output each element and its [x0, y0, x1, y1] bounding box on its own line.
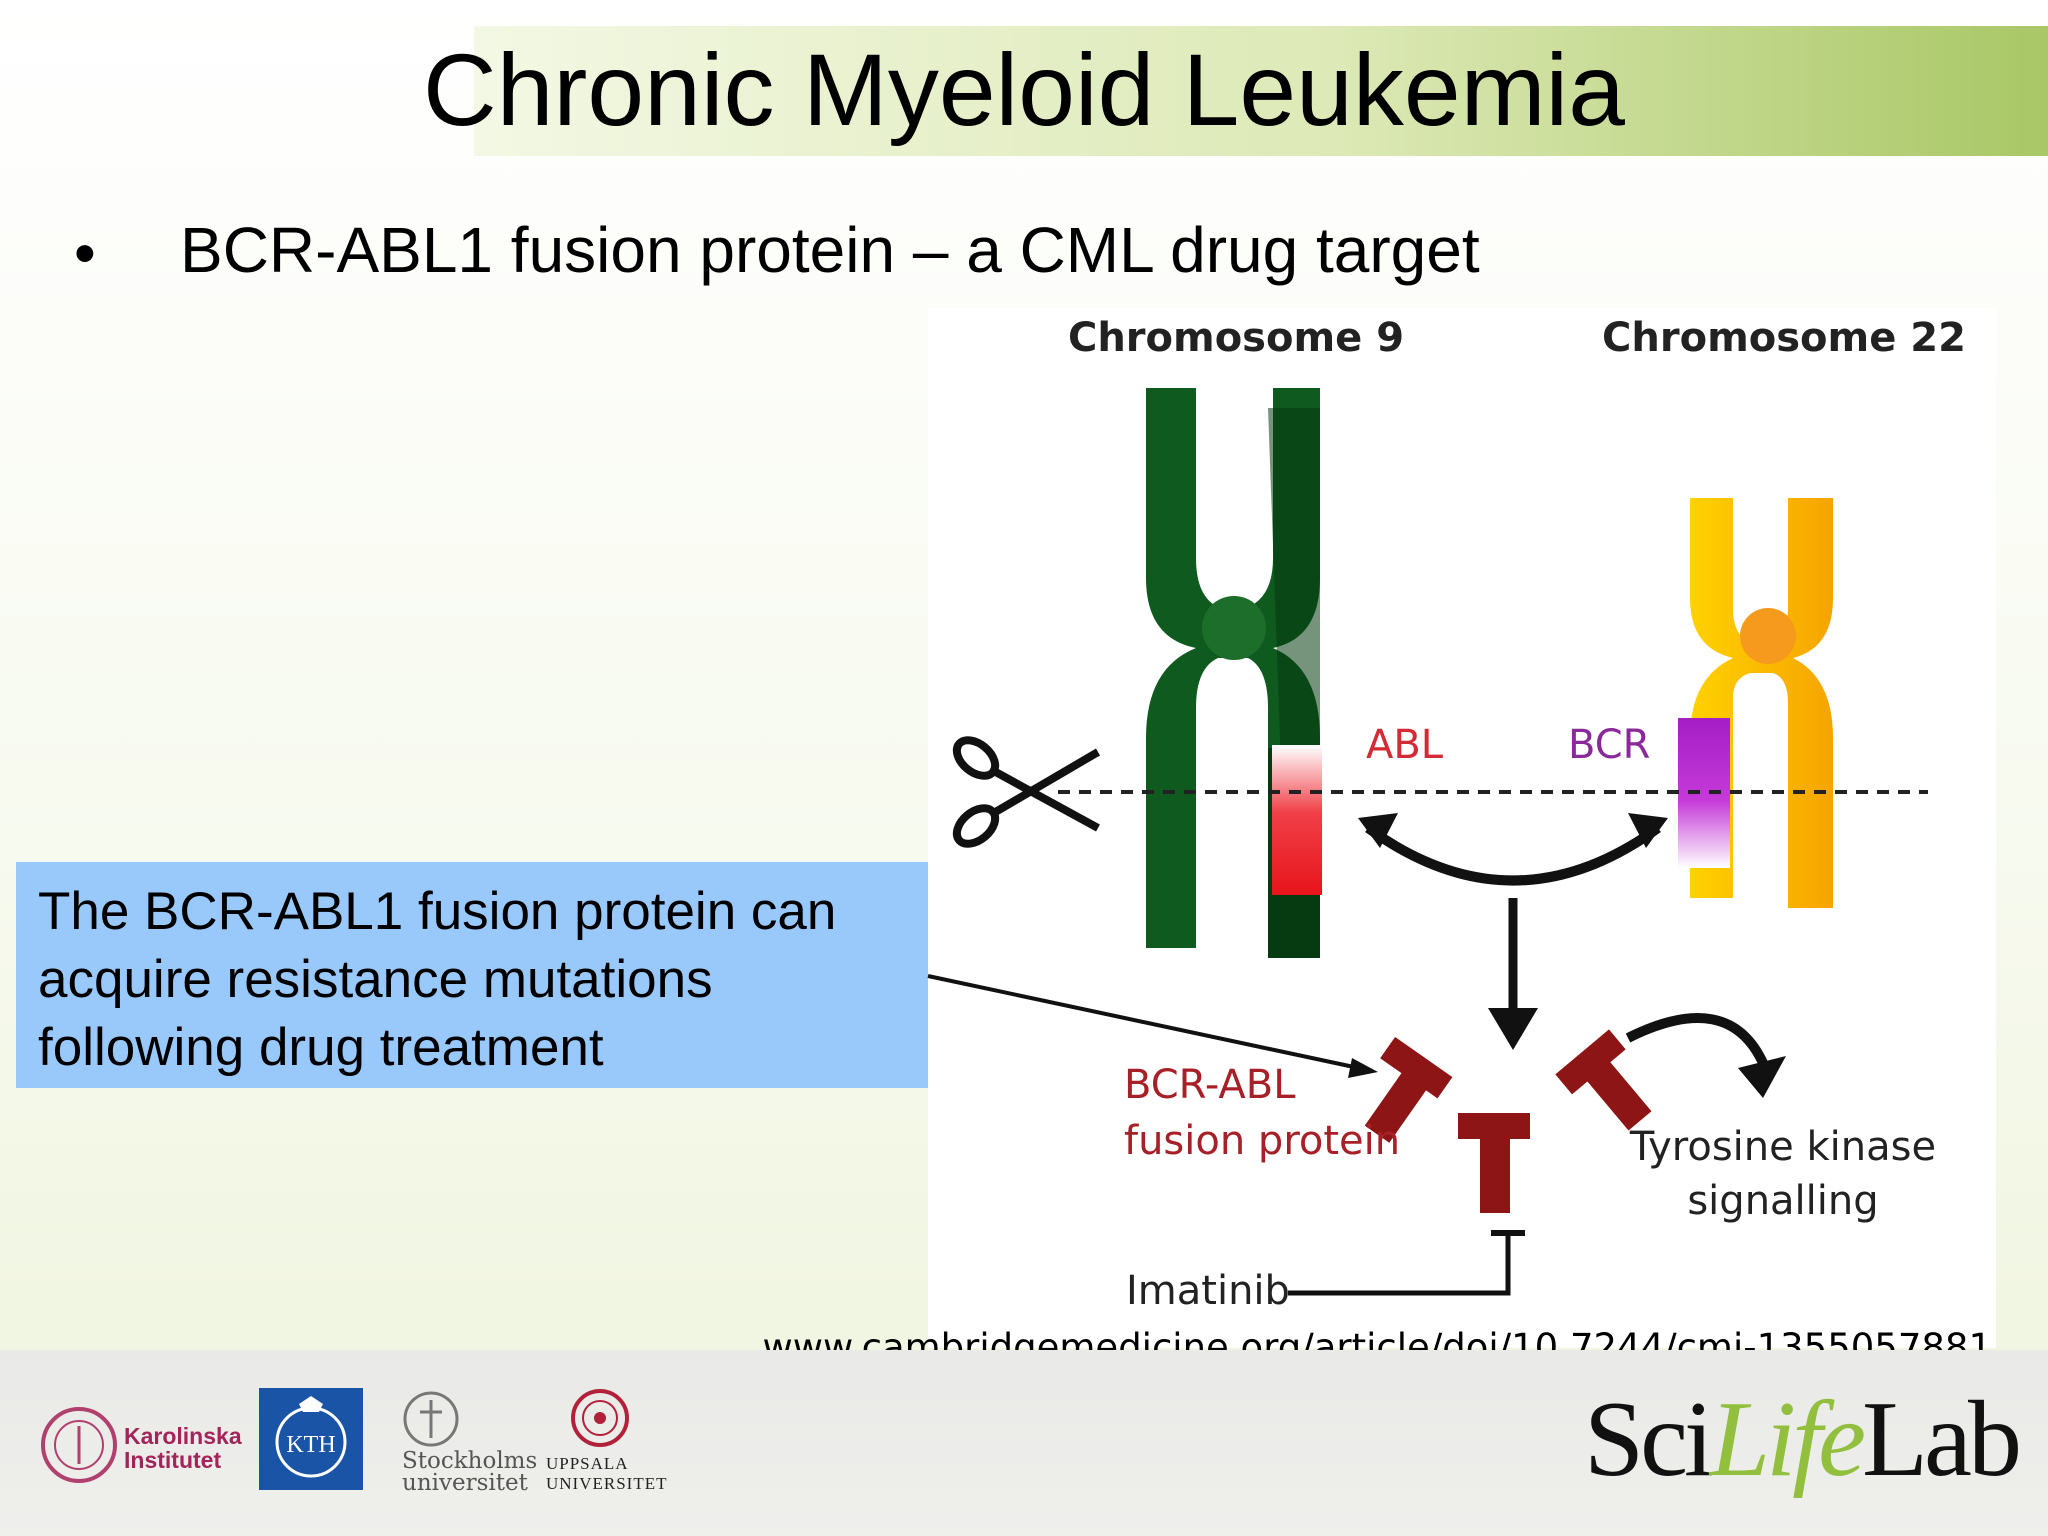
uppsala-line2: UNIVERSITET	[546, 1474, 668, 1493]
kth-text: KTH	[286, 1432, 335, 1458]
uppsala-seal-icon	[571, 1389, 629, 1447]
uppsala-logo: UPPSALA UNIVERSITET	[546, 1454, 667, 1494]
bullet-marker: •	[74, 219, 96, 288]
stockholm-line2: universitet	[402, 1470, 528, 1496]
karolinska-logo: Karolinska Institutet	[124, 1424, 242, 1472]
scilifelab-part3: Lab	[1862, 1380, 2022, 1499]
abl-label: ABL	[1366, 722, 1444, 768]
bcr-segment	[1678, 718, 1730, 868]
abl-segment	[1272, 745, 1322, 895]
scilifelab-part1: Sci	[1584, 1380, 1714, 1499]
slide-title: Chronic Myeloid Leukemia	[423, 33, 1625, 147]
uppsala-line1: UPPSALA	[546, 1454, 629, 1473]
karolinska-line1: Karolinska	[124, 1423, 242, 1449]
scilifelab-logo: SciLifeLab	[1584, 1378, 2022, 1502]
signalling-line1: Tyrosine kinase	[1629, 1124, 1936, 1170]
diagram-panel: Chromosome 9 Chromosome 22 ABL BCR	[928, 308, 1996, 1348]
imatinib-label: Imatinib	[1126, 1268, 1290, 1314]
callout-text: The BCR-ABL1 fusion protein can acquire …	[38, 878, 906, 1082]
signalling-line2: signalling	[1687, 1178, 1878, 1224]
fusion-protein-icons	[1364, 1029, 1652, 1213]
callout-line: acquire resistance mutations	[38, 950, 713, 1009]
scissors-icon	[952, 736, 1101, 848]
fusion-label-line1: BCR-ABL	[1124, 1062, 1296, 1108]
chromosome-9-label: Chromosome 9	[1068, 315, 1404, 361]
imatinib-inhibition-line	[1288, 1233, 1511, 1296]
karolinska-line2: Institutet	[124, 1447, 222, 1473]
cml-translocation-diagram: Chromosome 9 Chromosome 22 ABL BCR	[952, 315, 1966, 1314]
stockholm-line1: Stockholms	[402, 1448, 538, 1474]
stockholm-seal-icon	[403, 1391, 459, 1447]
translocation-arrow	[1365, 823, 1661, 886]
karolinska-seal-icon	[41, 1407, 117, 1483]
kth-logo: KTH	[259, 1388, 363, 1490]
callout-box: The BCR-ABL1 fusion protein can acquire …	[16, 862, 928, 1088]
signalling-arrow	[1625, 1013, 1768, 1066]
scilifelab-part2: Life	[1710, 1380, 1866, 1499]
bullet-text: BCR-ABL1 fusion protein – a CML drug tar…	[180, 214, 1480, 286]
title-band	[474, 26, 2048, 156]
fusion-label-line2: fusion protein	[1124, 1118, 1400, 1164]
stockholm-logo: Stockholms universitet	[402, 1448, 538, 1496]
callout-line: The BCR-ABL1 fusion protein can	[38, 882, 837, 941]
bcr-label: BCR	[1568, 722, 1650, 768]
callout-line: following drug treatment	[38, 1018, 604, 1077]
chromosome-22-label: Chromosome 22	[1602, 315, 1966, 361]
